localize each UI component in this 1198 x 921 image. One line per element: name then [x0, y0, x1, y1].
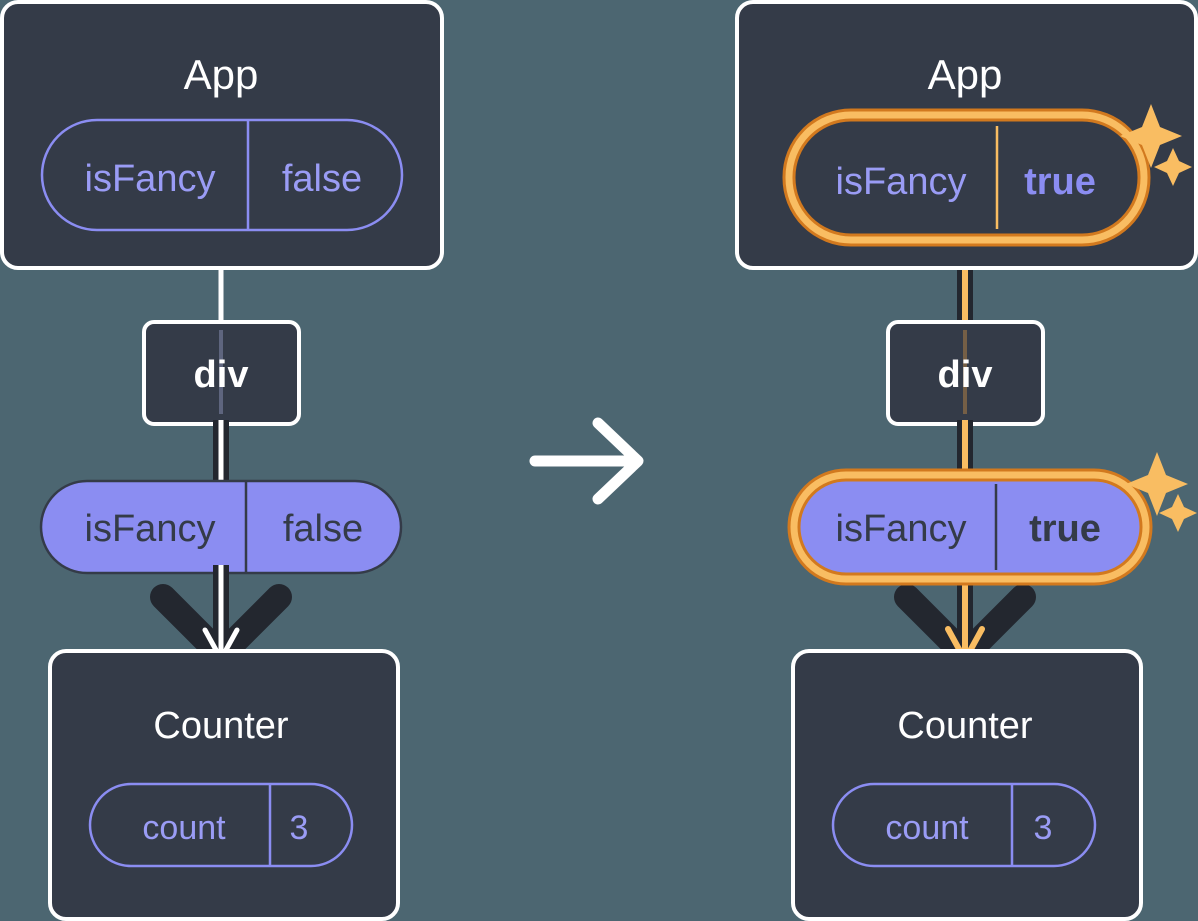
arrow-right-icon	[529, 417, 644, 505]
prop-pill-inner-ring	[790, 471, 1150, 583]
prop-pill-value: false	[283, 508, 363, 550]
prop-pill-key: isFancy	[836, 508, 967, 550]
counter-state-pill-value: 3	[290, 809, 309, 847]
div-node-label: div	[194, 354, 249, 396]
app-state-pill-value: false	[282, 158, 362, 200]
counter-panel-title: Counter	[897, 705, 1033, 747]
sparkles-icon	[1126, 452, 1197, 532]
counter-state-pill	[88, 782, 354, 868]
counter-state-pill	[831, 782, 1097, 868]
app-state-pill	[40, 118, 404, 232]
app-state-pill-key: isFancy	[85, 158, 216, 200]
div-node-label: div	[938, 354, 993, 396]
sparkles-icon	[1120, 104, 1192, 186]
counter-panel-title: Counter	[153, 705, 289, 747]
app-state-pill-value: true	[1024, 161, 1096, 203]
app-state-pill-inner-ring	[785, 111, 1148, 244]
prop-pill-key: isFancy	[85, 508, 216, 550]
counter-state-pill-key: count	[885, 809, 969, 847]
app-panel-title: App	[184, 51, 259, 98]
counter-state-pill-value: 3	[1034, 809, 1053, 847]
app-panel-title: App	[928, 51, 1003, 98]
prop-pill-value: true	[1029, 508, 1101, 550]
app-state-pill-key: isFancy	[836, 161, 967, 203]
counter-state-pill-key: count	[142, 809, 226, 847]
app-panel-box	[0, 0, 444, 270]
